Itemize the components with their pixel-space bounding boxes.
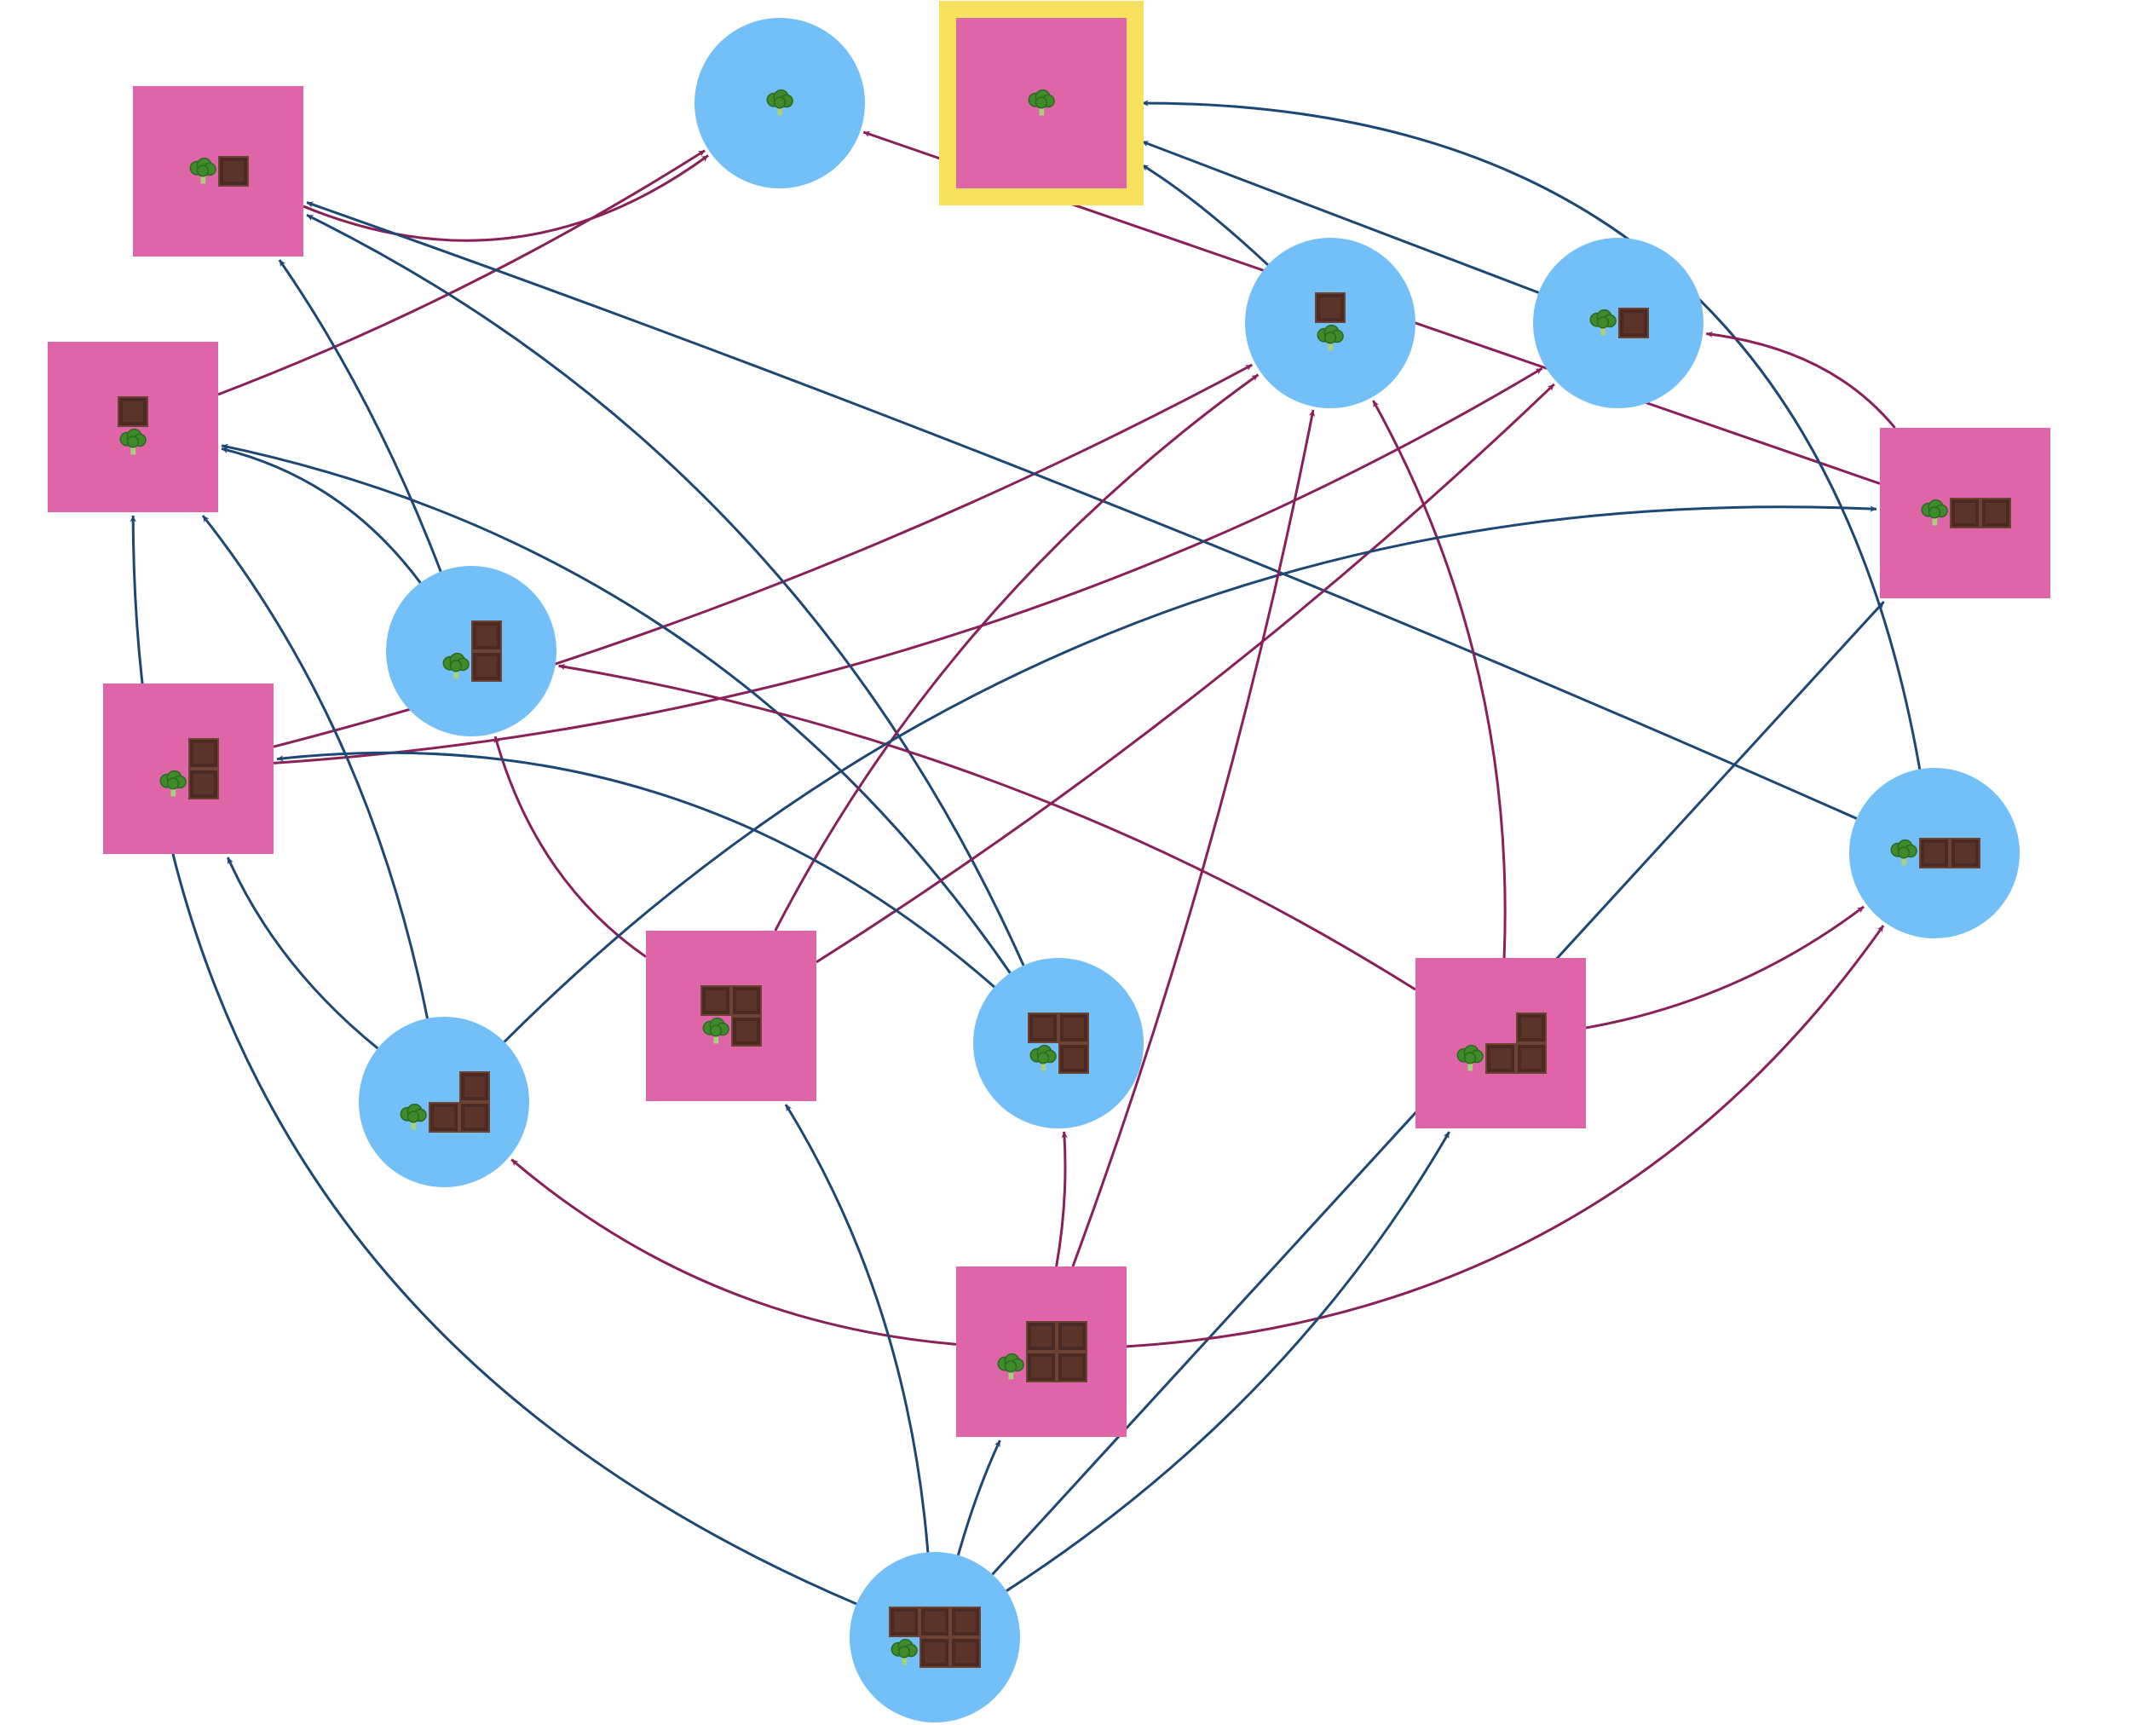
chocolate-square-inner	[1064, 1018, 1084, 1038]
circle-node-c5	[1849, 768, 2020, 938]
edge-s6-to-c3	[816, 383, 1555, 964]
square-node-s5	[1880, 428, 2050, 598]
circle-node-c6	[359, 1017, 529, 1187]
chocolate-square-inner	[476, 626, 497, 646]
chocolate-square-inner	[955, 1612, 976, 1632]
broccoli-icon	[400, 1103, 427, 1130]
edge-c5-to-s1	[306, 201, 1858, 820]
chocolate-square-inner	[1521, 1018, 1542, 1038]
chocolate-square-inner	[1623, 313, 1644, 333]
chocolate-square-inner	[1064, 1048, 1084, 1069]
broccoli-icon	[119, 428, 147, 455]
edge-c7-to-s3	[221, 443, 1012, 974]
circle-node-c1	[695, 18, 865, 188]
chocolate-square-inner	[955, 1642, 976, 1663]
broccoli-icon	[1921, 499, 1948, 526]
chocolate-square-inner	[1986, 503, 2006, 523]
edge-s8-to-c6	[510, 1158, 957, 1346]
edge-s8-to-c7	[1055, 1131, 1068, 1267]
square-node-s3	[48, 342, 218, 512]
chocolate-square-inner	[706, 990, 726, 1011]
square-node-s6	[646, 931, 816, 1101]
broccoli-icon	[1317, 324, 1344, 351]
square-node-s4	[103, 684, 274, 854]
chocolate-square-inner	[894, 1612, 914, 1632]
broccoli-icon	[1890, 839, 1917, 866]
edge-c5-to-s2	[1141, 100, 1922, 770]
chocolate-square-inner	[1955, 843, 1975, 863]
circle-node-c8	[850, 1552, 1020, 1722]
chocolate-square-inner	[476, 656, 497, 677]
edge-c6-to-s3	[201, 515, 429, 1019]
chocolate-square-inner	[1490, 1048, 1511, 1069]
edge-c6-to-s4	[226, 857, 379, 1050]
edges-layer	[130, 100, 1922, 1606]
edge-c4-to-s3	[221, 447, 422, 584]
broccoli-icon	[1456, 1044, 1484, 1071]
chocolate-square-inner	[1955, 503, 1975, 523]
edge-c4-to-s1	[278, 259, 442, 573]
edge-s6-to-c2	[774, 373, 1260, 932]
square-node-s7	[1415, 958, 1586, 1128]
edge-s3-to-c1	[217, 149, 706, 396]
chocolate-square-inner	[123, 401, 143, 422]
broccoli-icon	[891, 1638, 918, 1665]
edge-c6-to-s5	[503, 505, 1877, 1043]
edge-c7-to-s1	[306, 213, 1025, 966]
chocolate-square-inner	[1031, 1357, 1052, 1377]
chocolate-square-inner	[1521, 1048, 1542, 1069]
broccoli-icon	[702, 1017, 729, 1044]
edge-s7-to-c5	[1585, 905, 1865, 1030]
edge-c3-to-s2	[1141, 140, 1540, 294]
chocolate-square-inner	[1062, 1357, 1082, 1377]
chocolate-square-inner	[434, 1107, 454, 1128]
chocolate-square-inner	[1031, 1326, 1052, 1347]
broccoli-icon	[189, 157, 216, 184]
edge-s4-to-c3	[273, 366, 1543, 764]
chocolate-square-inner	[925, 1642, 945, 1663]
square-node-s2	[939, 1, 1144, 205]
broccoli-icon	[442, 652, 470, 679]
chocolate-square-inner	[1062, 1326, 1082, 1347]
nodes-layer	[48, 1, 2050, 1722]
chocolate-square-inner	[736, 990, 757, 1011]
chocolate-square-inner	[1033, 1018, 1053, 1038]
broccoli-icon	[1589, 309, 1617, 336]
chocolate-square-inner	[193, 743, 214, 764]
edge-c8-to-s6	[784, 1104, 930, 1553]
edge-s7-to-c2	[1372, 400, 1507, 959]
edge-s8-to-c5	[1126, 925, 1885, 1348]
circle-node-c2	[1245, 238, 1415, 408]
chocolate-square-inner	[1924, 843, 1945, 863]
circle-node-c7	[973, 958, 1144, 1128]
edge-s7-to-c4	[558, 663, 1416, 991]
broccoli-icon	[159, 770, 187, 797]
square-node-s8	[956, 1266, 1127, 1437]
edge-c2-to-s2	[1141, 164, 1269, 266]
circle-node-c4	[386, 566, 556, 736]
chocolate-square-inner	[223, 161, 244, 182]
chocolate-square-inner	[1320, 297, 1340, 318]
square-node-s1	[133, 86, 303, 257]
edge-s5-to-c3	[1706, 331, 1896, 429]
edge-c8-to-s7	[1006, 1131, 1450, 1592]
broccoli-icon	[1029, 1044, 1057, 1071]
edge-c7-to-s4	[276, 751, 995, 989]
chocolate-square-inner	[193, 774, 214, 794]
chocolate-square-inner	[464, 1076, 485, 1097]
chocolate-square-inner	[925, 1612, 945, 1632]
edge-s1-to-c1	[303, 154, 709, 242]
broccoli-icon	[766, 89, 793, 116]
edge-s8-to-c2	[1071, 409, 1316, 1267]
chocolate-square-inner	[736, 1021, 757, 1041]
chocolate-square-inner	[464, 1107, 485, 1128]
broccoli-icon	[1028, 89, 1055, 116]
edge-c8-to-s8	[956, 1439, 1001, 1556]
circle-node-c3	[1533, 238, 1703, 408]
broccoli-icon	[997, 1353, 1024, 1380]
